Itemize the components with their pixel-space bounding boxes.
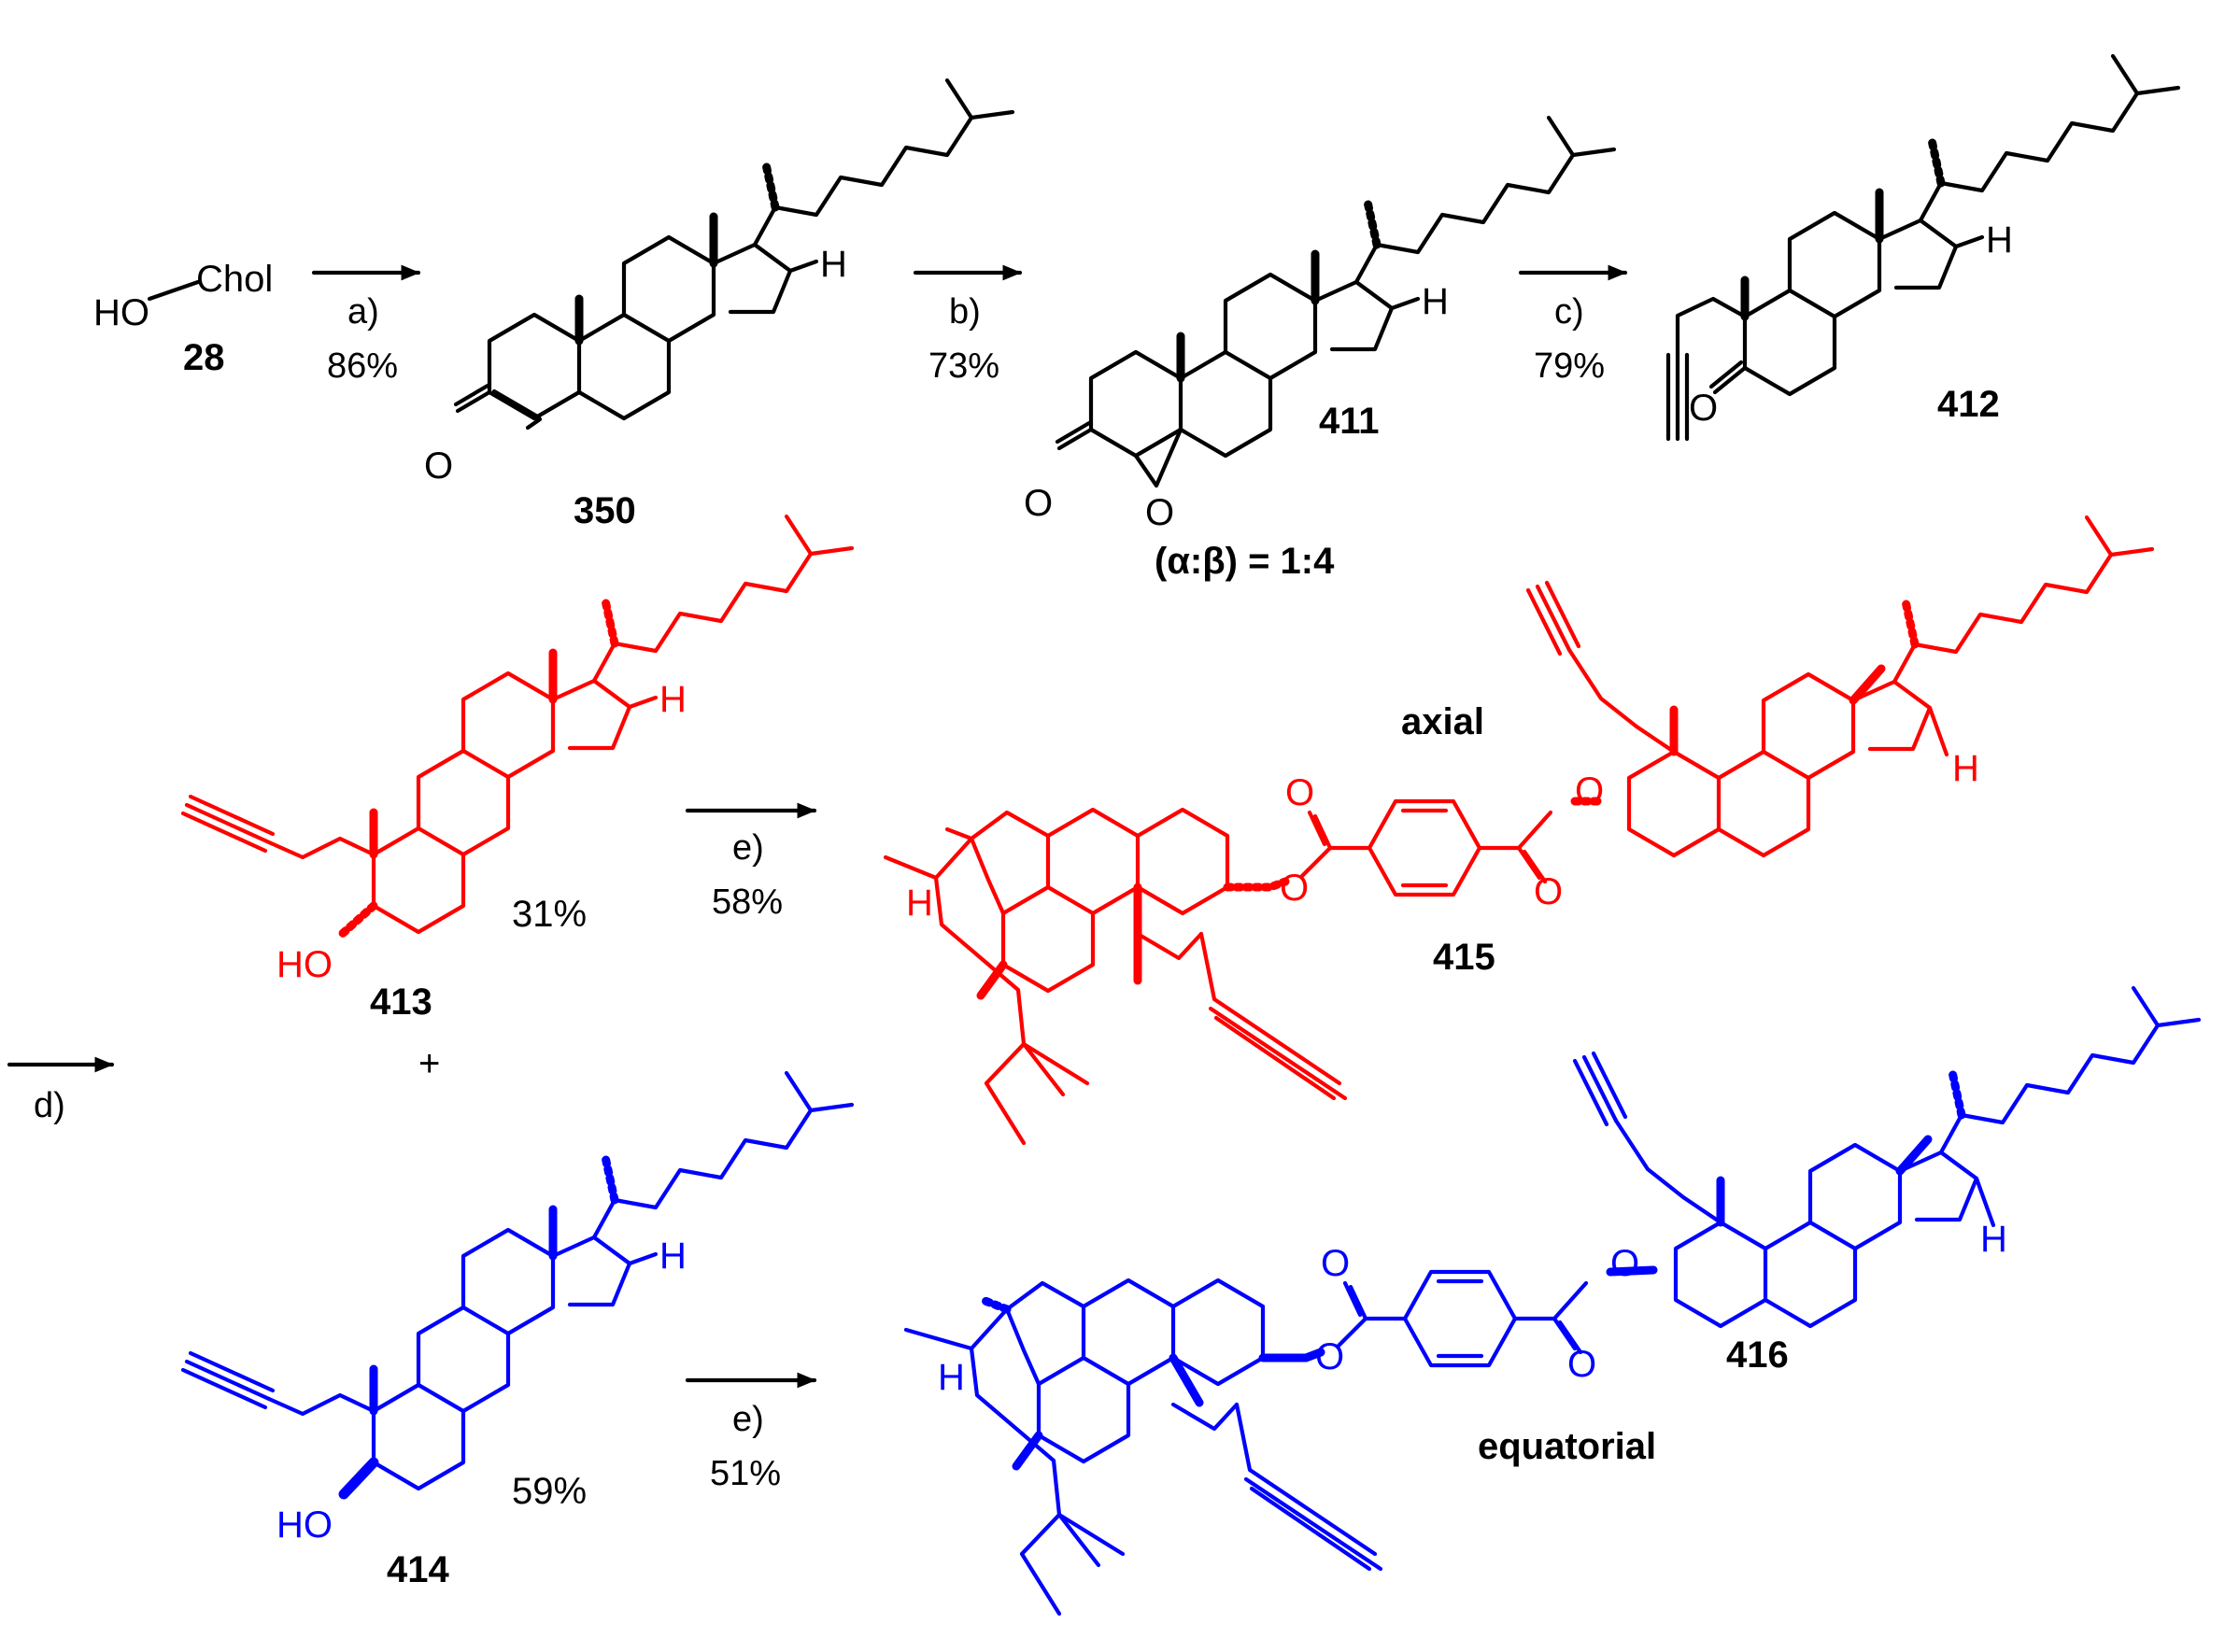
compound-412: O H 412 <box>1665 53 2181 442</box>
hydrogen-label: H <box>659 1235 687 1277</box>
arrow-step-c: c) 79% <box>1518 264 1628 386</box>
compound-label-412: 412 <box>1937 384 2000 425</box>
arrow-step-e-axial: e) 58% <box>685 802 817 922</box>
yield-b: 73% <box>928 346 999 386</box>
yield-e-axial: 58% <box>712 882 783 922</box>
carbonyl-oxygen-2: O <box>1567 1344 1596 1385</box>
compound-label-350: 350 <box>574 490 636 531</box>
carbonyl-oxygen-1: O <box>1285 772 1314 813</box>
compound-411: O O H 411 (α:β) = 1:4 <box>1024 115 1617 582</box>
hydrogen-label: H <box>1986 219 2013 261</box>
hydrogen-label: H <box>1422 281 1449 322</box>
yield-413: 31% <box>512 894 587 935</box>
cholesteryl-label: Chol <box>196 259 273 300</box>
hydrogen-label: H <box>659 679 687 720</box>
hydrogen-label: H <box>820 244 847 285</box>
reagent-e-axial: e) <box>732 828 764 868</box>
reagent-b: b) <box>949 292 981 332</box>
compound-label-415: 415 <box>1433 937 1495 978</box>
ketone-oxygen: O <box>1689 388 1718 429</box>
compound-label-413: 413 <box>370 981 432 1023</box>
ketone-oxygen: O <box>1024 483 1053 524</box>
compound-415: H H O O O O 415 axial <box>883 515 2155 1146</box>
arrow-step-e-equatorial: e) 51% <box>685 1372 817 1493</box>
yield-e-equatorial: 51% <box>710 1454 781 1493</box>
hydrogen-label-left: H <box>906 882 933 924</box>
yield-c: 79% <box>1534 346 1605 386</box>
hydroxyl-label: HO <box>276 1504 333 1546</box>
ester-oxygen-2: O <box>1575 770 1604 812</box>
isomer-ratio: (α:β) = 1:4 <box>1155 541 1335 582</box>
ester-oxygen-2: O <box>1610 1243 1639 1284</box>
compound-350: O H 350 <box>424 78 1015 531</box>
reagent-d: d) <box>34 1086 65 1125</box>
plus-sign: + <box>418 1043 440 1084</box>
compound-label-411: 411 <box>1319 401 1380 442</box>
compound-413: HO H 31% 413 <box>180 514 855 1023</box>
reagent-c: c) <box>1554 292 1584 332</box>
hydroxyl-label: HO <box>276 944 333 985</box>
arrow-step-b: b) 73% <box>913 264 1023 386</box>
compound-414: HO H 59% 414 <box>180 1070 855 1590</box>
arrow-step-d: d) <box>7 1056 115 1125</box>
compound-label-414: 414 <box>387 1549 449 1590</box>
ketone-oxygen: O <box>424 445 453 487</box>
hydrogen-label-right: H <box>1952 748 1979 789</box>
epoxide-oxygen: O <box>1145 492 1174 533</box>
reagent-e-equatorial: e) <box>732 1400 764 1439</box>
axial-tag: axial <box>1401 701 1484 742</box>
compound-28: HO Chol 28 <box>93 259 273 378</box>
hydrogen-label-left: H <box>938 1357 965 1398</box>
ester-oxygen-1: O <box>1315 1336 1344 1377</box>
carbonyl-oxygen-2: O <box>1534 871 1563 912</box>
compound-416: H H O O O O 416 equatorial <box>903 985 2202 1617</box>
hydrogen-label-right: H <box>1980 1219 2007 1260</box>
arrow-step-a: a) 86% <box>311 264 421 386</box>
yield-414: 59% <box>512 1471 587 1512</box>
equatorial-tag: equatorial <box>1478 1426 1656 1467</box>
hydroxyl-label: HO <box>93 292 149 333</box>
reagent-a: a) <box>347 292 379 332</box>
compound-label-416: 416 <box>1726 1334 1789 1376</box>
compound-label-28: 28 <box>183 337 225 378</box>
ester-oxygen-1: O <box>1280 868 1309 909</box>
yield-a: 86% <box>327 346 398 386</box>
carbonyl-oxygen-1: O <box>1321 1243 1350 1284</box>
